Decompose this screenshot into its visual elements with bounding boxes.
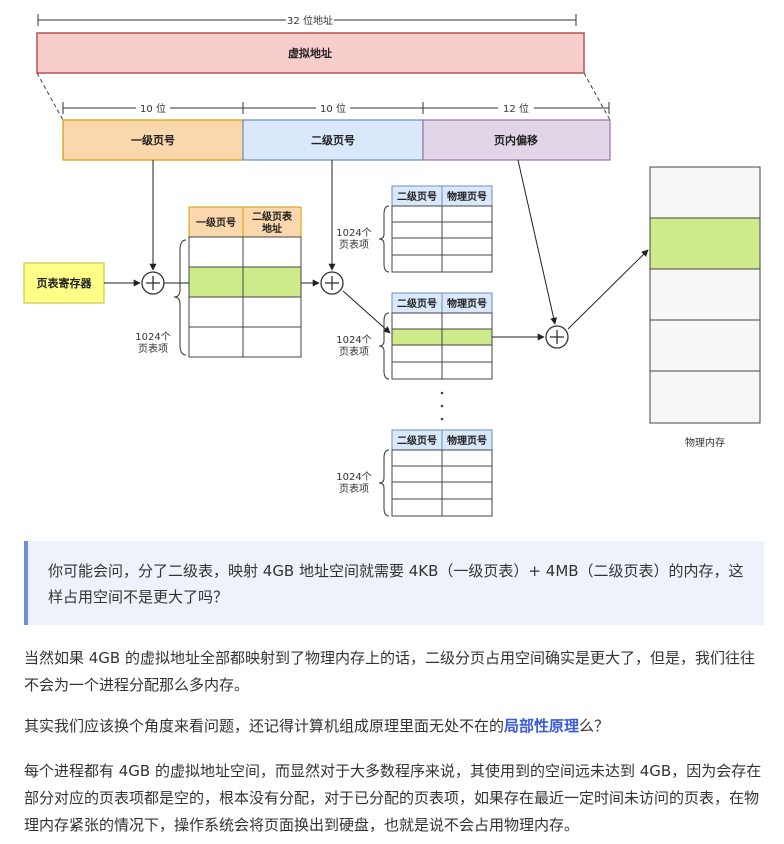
paragraph-2-after: 么？ [579, 717, 610, 735]
physical-memory [649, 166, 761, 424]
adder-2 [320, 271, 344, 295]
l2c-col2-header: 物理页号 [447, 434, 487, 447]
virtual-address-label: 虚拟地址 [288, 46, 332, 60]
paragraph-1: 当然如果 4GB 的虚拟地址全部都映射到了物理内存上的话，二级分页占用空间确实是… [24, 649, 755, 694]
l2b-entries-count: 1024个 [336, 334, 371, 346]
l1-entries-count: 1024个 [135, 331, 170, 343]
paragraph-3: 每个进程都有 4GB 的虚拟地址空间，而显然对于大多数程序来说，其使用到的空间远… [24, 762, 762, 834]
l2b-col1-header: 二级页号 [397, 297, 437, 310]
level2-page-table-c: 二级页号 物理页号 [391, 429, 493, 517]
paragraph-2-before: 其实我们应该换个角度来看问题，还记得计算机组成原理里面无处不在的 [24, 717, 505, 735]
field-offset-box [422, 119, 611, 161]
virtual-address-bar [36, 32, 585, 74]
page-table-register-box [23, 262, 105, 304]
l2b-entries-unit: 页表项 [339, 345, 369, 358]
l2c-col1-header: 二级页号 [397, 434, 437, 447]
l2a-entries-count: 1024个 [336, 227, 371, 239]
field-level1-label: 一级页号 [131, 133, 175, 147]
l1-entries-unit: 页表项 [138, 342, 168, 355]
two-level-paging-diagram: 32 位地址 虚拟地址 10 位 10 位 12 位 一级页号 二级页号 页内偏… [23, 14, 761, 517]
more-tables-ellipsis [440, 391, 444, 421]
bits32-label: 32 位地址 [287, 14, 333, 27]
paragraph-2: 其实我们应该换个角度来看问题，还记得计算机组成原理里面无处不在的局部性原理么？ [24, 713, 764, 740]
l1-col1-header: 一级页号 [196, 216, 236, 229]
bits10-label-b: 10 位 [320, 102, 346, 115]
bits10-label-a: 10 位 [140, 102, 166, 115]
bits12-label: 12 位 [503, 102, 529, 115]
level2-page-table-b: 二级页号 物理页号 [391, 292, 493, 380]
l1-col2-header-line1: 二级页表 [252, 210, 293, 223]
page-table-register-label: 页表寄存器 [37, 276, 93, 290]
l2c-entries-count: 1024个 [336, 471, 371, 483]
field-offset-label: 页内偏移 [494, 133, 538, 147]
l2b-col2-header: 物理页号 [447, 297, 487, 310]
l2a-entries-unit: 页表项 [339, 238, 369, 251]
l2a-col2-header: 物理页号 [447, 190, 487, 203]
locality-principle-link[interactable]: 局部性原理 [504, 717, 580, 735]
level2-page-table-a: 二级页号 物理页号 [391, 185, 493, 273]
l1-col2-header-line2: 地址 [262, 222, 282, 235]
level1-page-table: 一级页号 二级页表 地址 [188, 206, 302, 358]
field-level2-label: 二级页号 [311, 133, 355, 147]
field-level2-box [242, 119, 424, 161]
expansion-lines [36, 72, 611, 121]
physical-memory-label: 物理内存 [685, 436, 725, 449]
l2a-col1-header: 二级页号 [397, 190, 437, 203]
adder-1 [141, 271, 165, 295]
question-callout: 你可能会问，分了二级表，映射 4GB 地址空间就需要 4KB（一级页表）+ 4M… [24, 541, 764, 625]
callout-text: 你可能会问，分了二级表，映射 4GB 地址空间就需要 4KB（一级页表）+ 4M… [48, 562, 744, 606]
l2c-entries-unit: 页表项 [339, 482, 369, 495]
adder-3 [545, 325, 569, 349]
